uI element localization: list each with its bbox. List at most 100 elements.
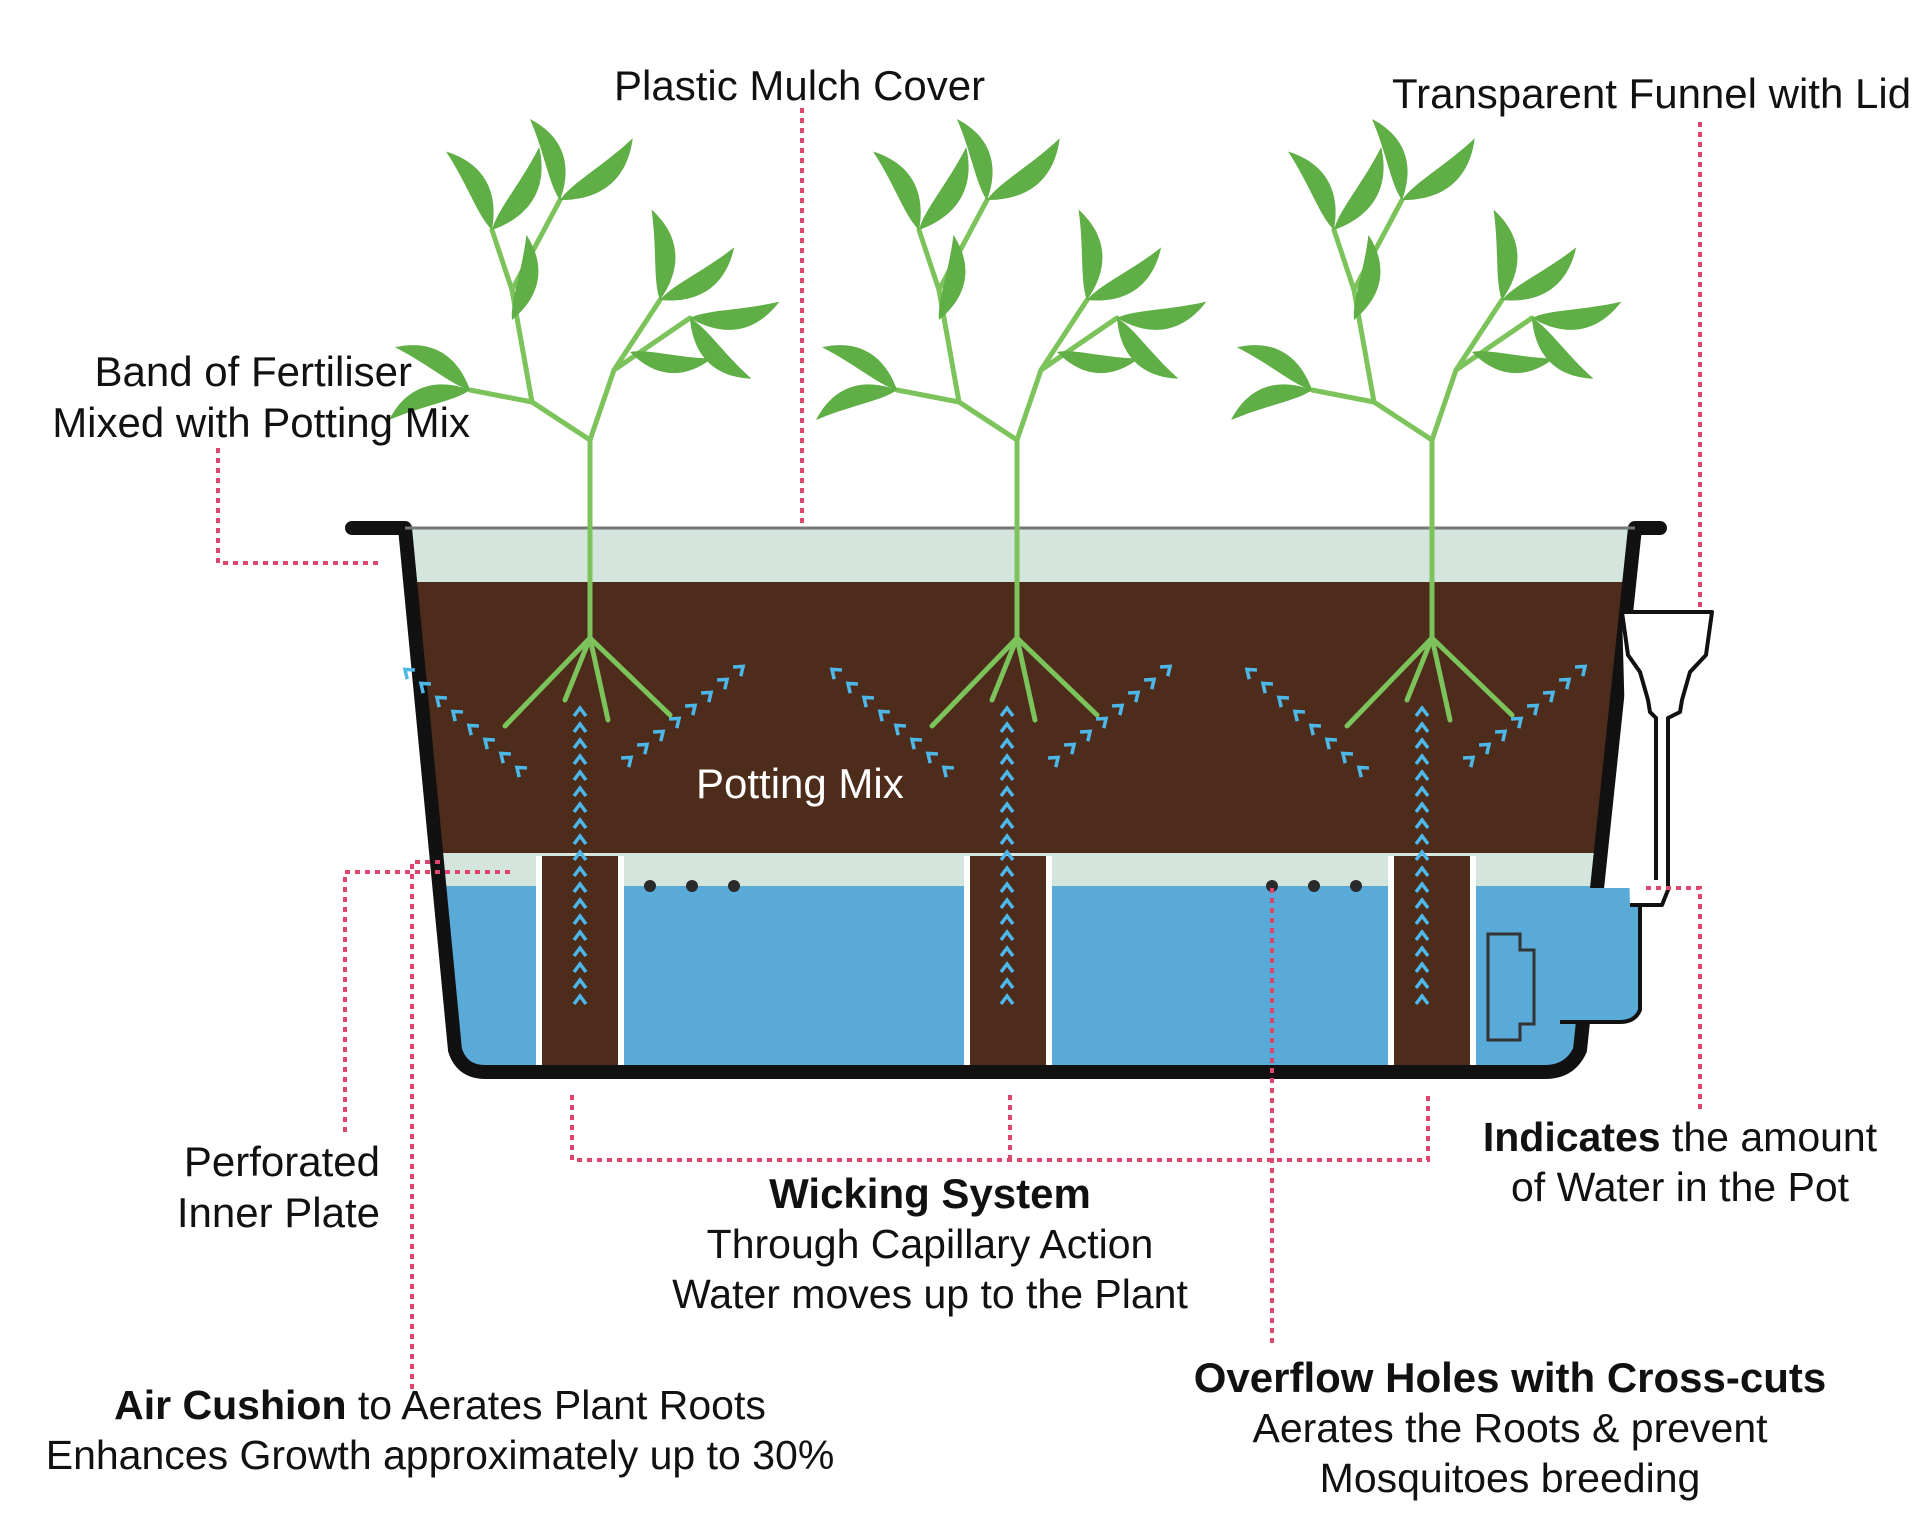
wick-arrow [925,751,939,764]
wick-arrow [1095,716,1109,729]
wick-arrow [572,865,588,878]
wick-arrow [1414,833,1430,846]
leaf [1087,247,1162,301]
wick-arrow [1542,690,1556,703]
wick-arrow [1574,664,1588,677]
wick-arrow [1324,737,1338,750]
wick-arrow [572,769,588,782]
wick-arrow [999,801,1015,814]
wick-arrow [572,849,588,862]
leaf [987,138,1060,201]
wick-arrow [572,801,588,814]
wick-arrow [1414,769,1430,782]
wick-arrow [1414,785,1430,798]
funnel-base [1486,932,1536,1042]
compartment-separators [536,856,1476,1066]
wick-arrow [1526,703,1540,716]
wick-arrow [999,705,1015,718]
leaf [873,151,921,230]
wick-arrow [1414,913,1430,926]
label-plastic-mulch-cover: Plastic Mulch Cover [614,62,986,109]
wick-arrow [1558,677,1572,690]
wick-arrow [999,881,1015,894]
wick-arrow [1244,667,1258,680]
label-air-bold: Air Cushion [114,1382,347,1428]
plant [1231,119,1622,729]
label-transparent-funnel: Transparent Funnel with Lid [1392,70,1912,117]
plastic-mulch-layer [405,528,1635,585]
wick-arrow [1414,865,1430,878]
leaf [821,345,897,390]
wick-arrow [999,785,1015,798]
wick-arrow [999,945,1015,958]
wick-arrow [572,897,588,910]
potting-mix-layer [405,582,1635,854]
wick-arrow [1414,993,1430,1006]
wick-arrow [572,753,588,766]
wick-arrow [999,721,1015,734]
wick-arrow [1414,961,1430,974]
wick-arrow [1414,849,1430,862]
wick-arrow [1143,677,1157,690]
wick-arrow [572,929,588,942]
wick-arrow [1063,742,1077,755]
wick-arrow [716,677,730,690]
wick-arrow [999,769,1015,782]
wick-arrow [999,753,1015,766]
wick-arrow [1494,729,1508,742]
wick-arrow [572,961,588,974]
wick-arrow [1414,753,1430,766]
wick-arrow [999,897,1015,910]
leaf [1334,147,1384,230]
wick-arrows [402,664,1588,1006]
leaf [446,151,494,230]
label-indicates-line2: of Water in the Pot [1510,1164,1850,1211]
wick-arrow [1079,729,1093,742]
wick-arrow [999,929,1015,942]
leaf [560,138,633,201]
label-air-line2: Enhances Growth approximately up to 30% [45,1432,835,1479]
wick-arrow [732,664,746,677]
wick-arrow [1414,705,1430,718]
wick-arrow [1478,742,1492,755]
wick-arrow [636,742,650,755]
wick-arrow [1159,664,1173,677]
leaf [816,384,897,421]
wick-arrow [572,945,588,958]
wick-arrow [999,737,1015,750]
leaf [1231,384,1312,421]
pot-interior [405,528,1635,1072]
pot-outline [345,521,1667,1079]
wick-arrow [941,765,955,778]
leaf [1402,138,1475,201]
leaf [492,147,542,230]
leaf [1117,301,1207,330]
wick-arrow [482,737,496,750]
wick-arrow [1308,723,1322,736]
wick-arrow [572,817,588,830]
transparent-funnel [1560,610,1714,1024]
wick-arrow [1127,690,1141,703]
leaf [529,119,566,200]
label-wicking-system: Wicking System Through Capillary Action … [610,1168,1250,1319]
label-overflow-holes: Overflow Holes with Cross-cuts Aerates t… [1180,1352,1840,1503]
wick-arrow [999,913,1015,926]
wick-arrow [1414,801,1430,814]
leaf [511,234,539,320]
leaf [1472,351,1554,374]
wick-arrow [620,755,634,768]
leaf [1057,351,1139,374]
wick-arrow [572,977,588,990]
label-overflow-title: Overflow Holes with Cross-cuts [1193,1354,1827,1401]
label-indicates-bold: Indicates [1482,1114,1661,1160]
wick-arrow [434,695,448,708]
label-band-fertiliser-line2: Mixed with Potting Mix [52,399,470,447]
label-air-cushion: Air Cushion to Aerates Plant Roots Enhan… [30,1380,850,1480]
wick-arrow [1111,703,1125,716]
wick-arrow [572,705,588,718]
wick-arrow [1510,716,1524,729]
wick-arrow [999,977,1015,990]
leaf [690,318,752,379]
overflow-holes [644,880,1362,892]
